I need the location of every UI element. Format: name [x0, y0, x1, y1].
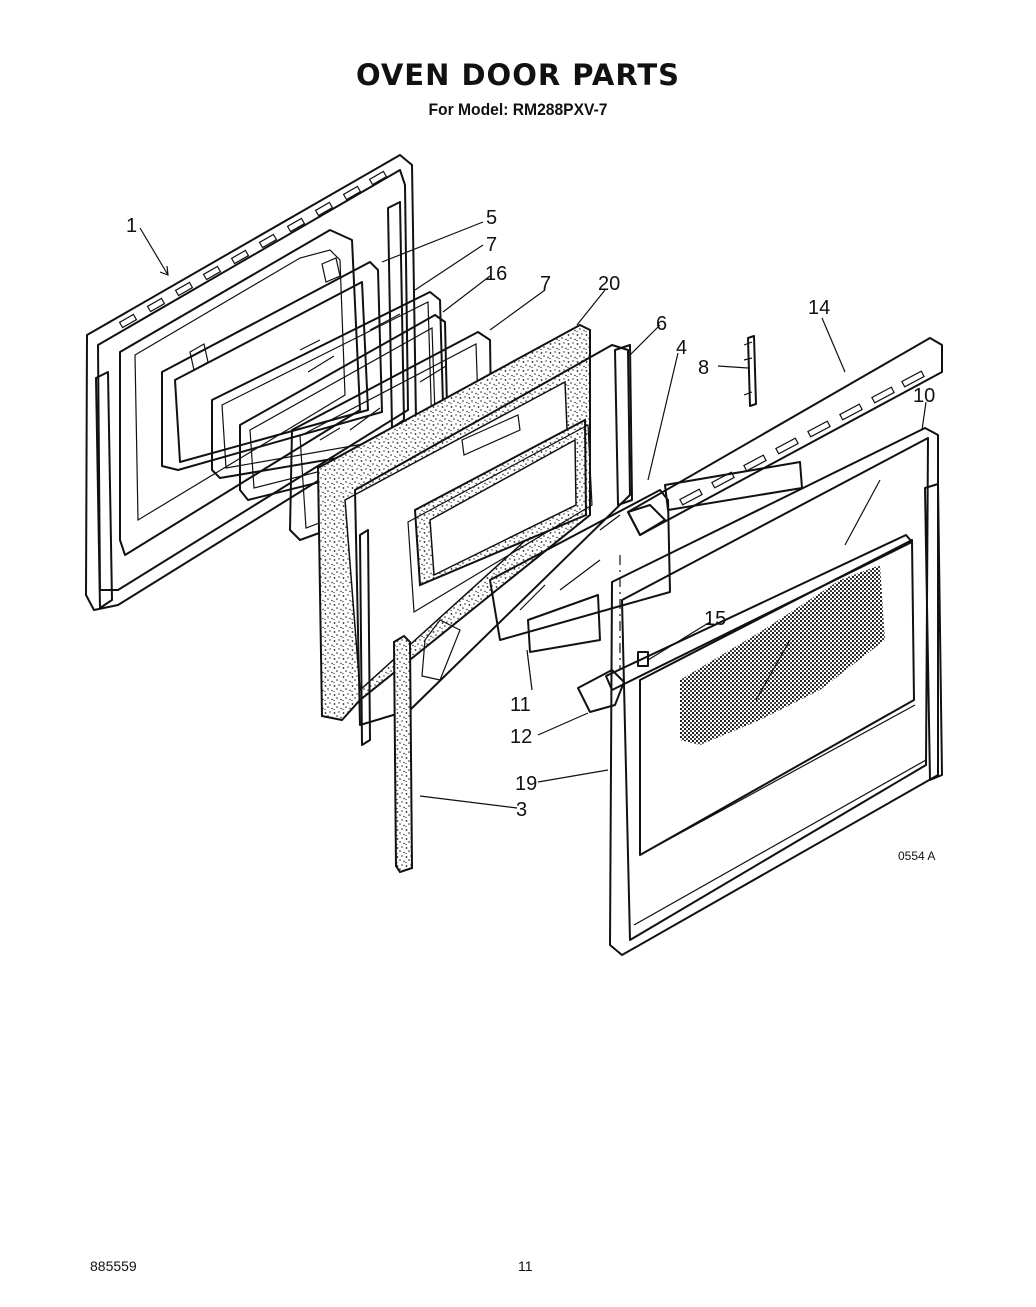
callout-7-rear: 7 [486, 234, 497, 256]
part-14-vent-trim [627, 337, 943, 536]
callout-10: 10 [913, 385, 935, 407]
part-11-window-glass [489, 489, 671, 653]
callout-16: 16 [485, 263, 507, 285]
callout-7-front: 7 [540, 273, 551, 295]
part-8-clip [743, 335, 757, 407]
callout-6: 6 [656, 313, 667, 335]
part-15-screw [637, 651, 649, 667]
callout-14: 14 [808, 297, 830, 319]
callout-labels: 1 5 7 16 7 20 6 4 8 14 10 15 11 12 19 3 … [126, 207, 935, 863]
callout-5: 5 [486, 207, 497, 229]
leader-lines [139, 221, 927, 809]
callout-15: 15 [704, 608, 726, 630]
model-subtitle: For Model: RM288PXV-7 [428, 100, 608, 119]
part-12-hinge-bracket [577, 534, 913, 713]
page-number: 11 [518, 1258, 533, 1274]
part-3-side-trim [392, 634, 414, 874]
callout-3: 3 [516, 799, 527, 821]
callout-19: 19 [515, 773, 537, 795]
callout-20: 20 [598, 273, 620, 295]
page-title: OVEN DOOR PARTS [355, 58, 681, 92]
callout-4: 4 [676, 337, 687, 359]
part-20-insulation [316, 323, 591, 722]
callout-8: 8 [698, 357, 709, 379]
callout-11: 11 [510, 694, 531, 716]
part-6-outer-door-panel [354, 344, 633, 746]
callout-1: 1 [126, 215, 137, 237]
part-10-outer-door [609, 427, 943, 956]
part-5-glass-pack [161, 257, 383, 471]
document-number: 885559 [90, 1258, 137, 1274]
diagram-reference: 0554 A [898, 849, 935, 863]
callout-12: 12 [510, 726, 532, 748]
